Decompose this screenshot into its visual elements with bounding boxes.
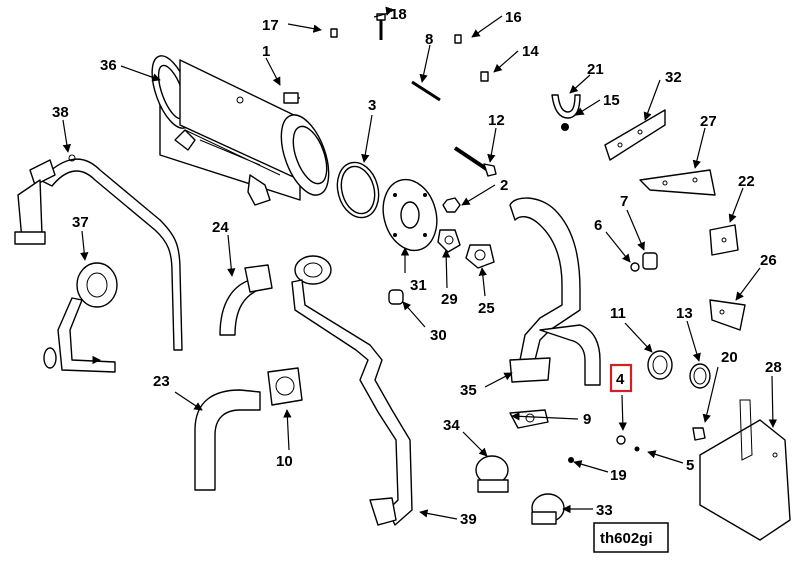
callout-20: 20: [721, 349, 738, 366]
figure-id-tag: th602gi: [593, 522, 669, 553]
tube-part-24: [219, 264, 273, 336]
callout-21: 21: [587, 61, 604, 78]
callout-1: 1: [262, 43, 270, 60]
gasket-part-25: [465, 244, 495, 269]
callout-7: 7: [620, 193, 628, 210]
callout-13: 13: [676, 305, 693, 322]
v-band-clamp-part-11: [647, 350, 673, 380]
seal-ring-part-13: [689, 363, 711, 389]
callout-25: 25: [478, 300, 495, 317]
fastener-part-18: [376, 13, 386, 40]
callout-29: 29: [441, 291, 458, 308]
callout-19: 19: [610, 467, 627, 484]
callout-30: 30: [430, 327, 447, 344]
tube-part-35: [509, 197, 601, 386]
bracket-part-26: [709, 299, 746, 331]
callout-28: 28: [765, 359, 782, 376]
callout-2: 2: [500, 177, 508, 194]
callout-23: 23: [153, 373, 170, 390]
clamp-part-33: [531, 493, 565, 525]
callout-18: 18: [390, 6, 407, 23]
gasket-part-29: [437, 229, 461, 253]
callout-39: 39: [460, 511, 477, 528]
callout-35: 35: [460, 382, 477, 399]
tube-part-38: [14, 154, 183, 351]
callout-8: 8: [425, 31, 433, 48]
callout-33: 33: [596, 502, 613, 519]
callout-3: 3: [368, 97, 376, 114]
bracket-part-32: [604, 109, 666, 161]
clamp-part-34: [475, 455, 509, 493]
fastener-part-16: [454, 34, 462, 44]
callout-36: 36: [100, 57, 117, 74]
bolt-part-20: [692, 427, 706, 441]
fitting-part-7: [642, 252, 658, 270]
nut-part-15: [561, 123, 569, 131]
gasket-ring-part-3: [336, 161, 380, 219]
figure-id-text: th602gi: [600, 530, 653, 547]
fitting-part-30: [388, 289, 404, 305]
callout-32: 32: [665, 69, 682, 86]
callout-5: 5: [686, 457, 694, 474]
tube-part-23: [194, 389, 261, 491]
bolt-part-1: [283, 92, 300, 104]
flange-plate-part-31: [382, 178, 438, 252]
fastener-part-17: [330, 28, 338, 38]
callout-12: 12: [488, 112, 505, 129]
callout-16: 16: [505, 9, 522, 26]
callout-38: 38: [52, 104, 69, 121]
u-clamp-part-21: [551, 94, 581, 119]
callout-14: 14: [522, 43, 539, 60]
nut-part-2: [442, 197, 461, 213]
bracket-part-27: [639, 169, 716, 196]
callout-10: 10: [276, 453, 293, 470]
callout-17: 17: [262, 17, 279, 34]
gasket-part-10: [267, 367, 303, 406]
callout-labels: 17 18 16 1 8 14 36 21 32 15 3 38 12 27 2…: [52, 6, 782, 528]
callout-34: 34: [443, 417, 460, 434]
callout-11: 11: [610, 305, 626, 322]
egr-cooler-part-36: [151, 55, 330, 206]
fastener-part-14: [480, 71, 489, 82]
tube-part-39: [291, 255, 413, 526]
heat-shield-part-28: [699, 399, 791, 541]
leader-lines: [62, 6, 778, 520]
washer-part-5: [634, 446, 640, 452]
callout-37: 37: [72, 214, 89, 231]
callout-15: 15: [603, 92, 620, 109]
nut-part-19: [568, 457, 574, 463]
bracket-part-22: [709, 224, 739, 256]
callout-22: 22: [738, 173, 755, 190]
callout-6: 6: [594, 217, 602, 234]
nut-part-4: [616, 435, 626, 445]
callout-24: 24: [212, 219, 229, 236]
stud-part-8: [411, 80, 441, 102]
bolt-part-12: [453, 146, 497, 177]
callout-27: 27: [700, 113, 717, 130]
o-ring-part-6: [630, 262, 640, 272]
callout-4: 4: [616, 371, 625, 388]
callout-26: 26: [760, 252, 777, 269]
callout-4-highlight-box: [609, 363, 633, 393]
gasket-part-9: [509, 409, 549, 429]
callout-31: 31: [410, 277, 427, 294]
callout-9: 9: [583, 411, 591, 428]
tube-part-37: [43, 262, 118, 373]
